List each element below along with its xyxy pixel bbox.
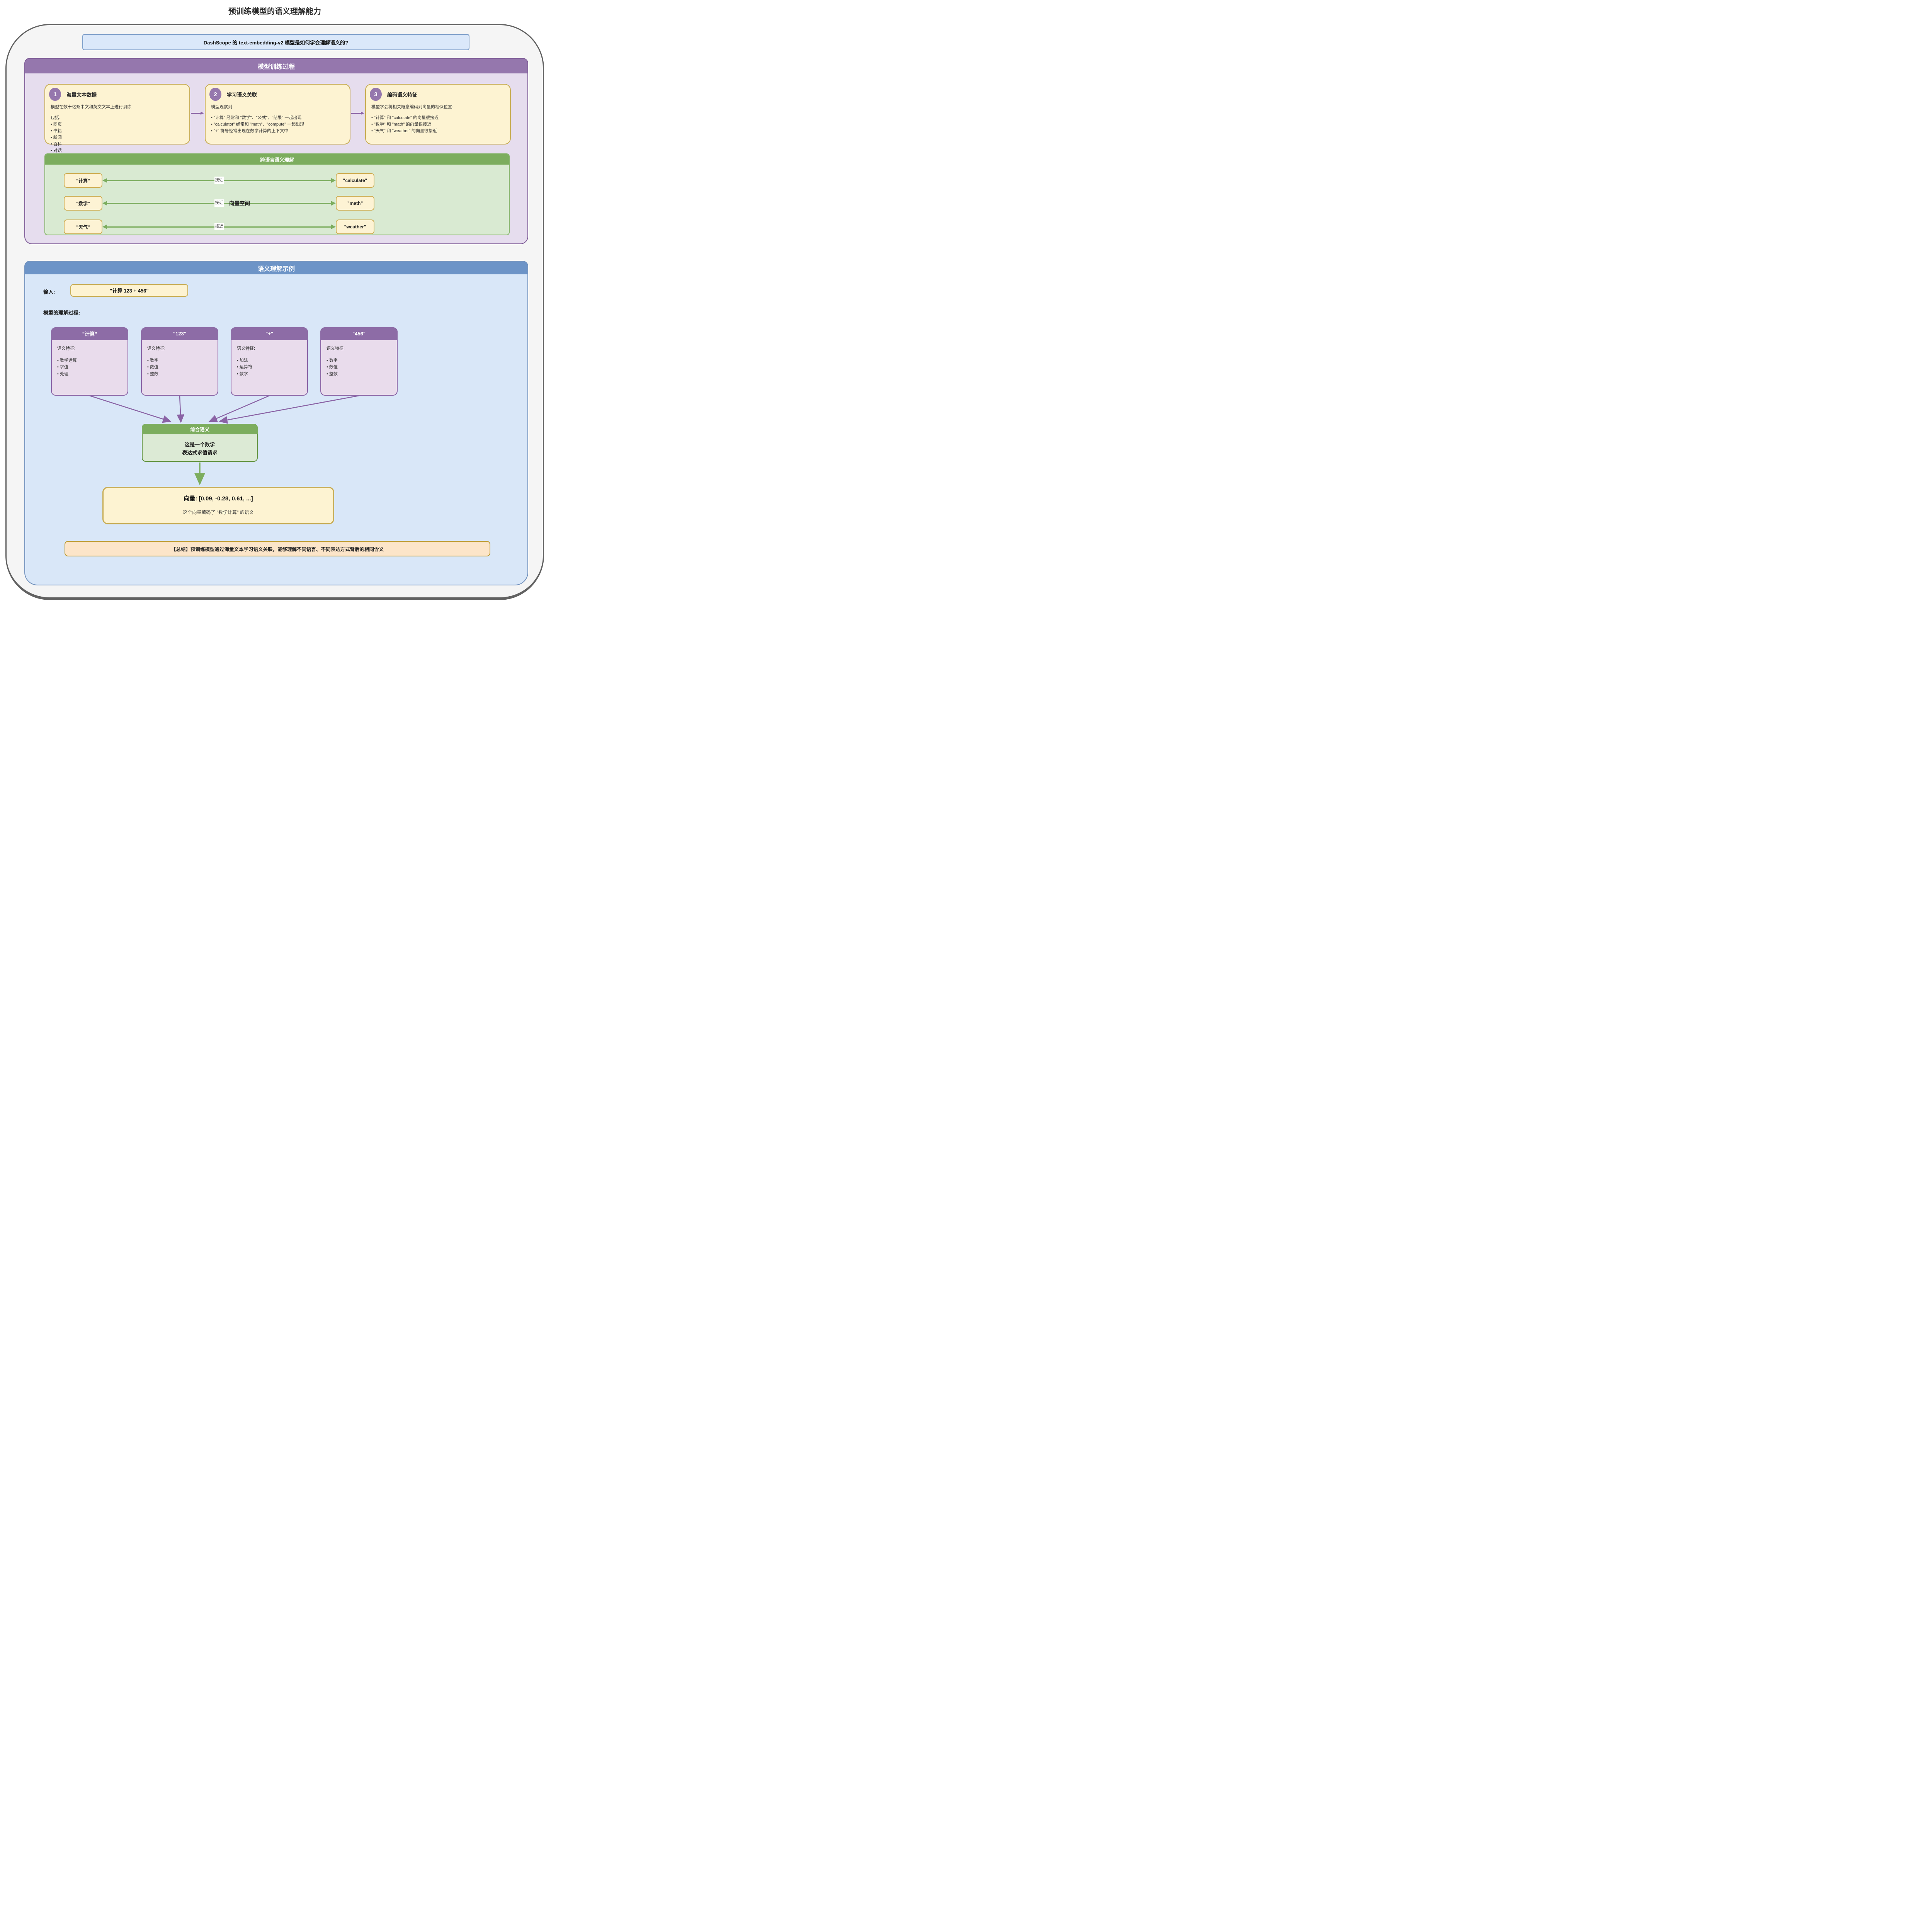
- step-body: 模型学会将相关概念编码到向量的相似位置: • "计算" 和 "calculate…: [371, 104, 507, 134]
- combined-line-1: 这是一个数学: [184, 442, 215, 448]
- closeness-label: 接近: [214, 177, 224, 184]
- feature-label: 语义特征:: [147, 346, 166, 351]
- token-body: 语义特征: • 数学运算 • 求值 • 处理: [57, 345, 125, 378]
- step-title: 编码语义特征: [387, 92, 418, 98]
- token-body: 语义特征: • 加法 • 运算符 • 数学: [237, 345, 304, 378]
- token-card-plus: "+" 语义特征: • 加法 • 运算符 • 数学: [231, 327, 308, 396]
- arrow-head-right-icon: [331, 201, 336, 206]
- diagram-canvas: 预训练模型的语义理解能力 DashScope 的 text-embedding-…: [0, 0, 549, 603]
- step-number-badge: 2: [209, 88, 221, 101]
- example-section: 语义理解示例 输入: "计算 123 + 456" 模型的理解过程: "计算": [24, 261, 528, 585]
- word-box-zh: "天气": [64, 219, 102, 234]
- arrow-head-icon: [201, 112, 204, 115]
- question-banner: DashScope 的 text-embedding-v2 模型是如何学会理解语…: [82, 34, 469, 50]
- cross-language-header: 跨语言语义理解: [45, 154, 509, 165]
- vector-space-label: 向量空间: [229, 201, 250, 206]
- arrow-head-left-icon: [102, 178, 107, 183]
- step-body: 模型观察到: • "计算" 经常和 "数学"、"公式"、"结果" 一起出现 • …: [211, 104, 346, 134]
- arrow-head-left-icon: [102, 201, 107, 206]
- token-card-123: "123" 语义特征: • 数字 • 数值 • 整数: [141, 327, 218, 396]
- summary-banner: 【总结】预训练模型通过海量文本学习语义关联，能够理解不同语言、不同表达方式背后的…: [65, 541, 490, 556]
- step-card-massive-text-data: 1 海量文本数据 模型在数十亿条中文和英文文本上进行训练 包括: • 网页 • …: [44, 84, 190, 153]
- arrow-head-icon: [361, 112, 364, 115]
- step-arrow-2-3: [351, 112, 364, 115]
- step-title: 海量文本数据: [66, 92, 97, 98]
- step-detail-list: • "计算" 经常和 "数学"、"公式"、"结果" 一起出现 • "calcul…: [211, 116, 304, 134]
- step-intro: 模型观察到:: [211, 105, 234, 109]
- word-box-zh: "数学": [64, 196, 102, 211]
- input-label: 输入:: [43, 289, 55, 295]
- example-section-header: 语义理解示例: [25, 262, 527, 274]
- word-box-en: "calculate": [336, 173, 374, 188]
- step-body: 模型在数十亿条中文和英文文本上进行训练 包括: • 网页 • 书籍 • 新闻 •…: [51, 104, 186, 154]
- closeness-label: 接近: [214, 199, 224, 207]
- token-card-456: "456" 语义特征: • 数字 • 数值 • 整数: [320, 327, 398, 396]
- combined-line-2: 表达式求值请求: [182, 449, 218, 456]
- step-detail-list: • "计算" 和 "calculate" 的向量很接近 • "数学" 和 "ma…: [371, 116, 439, 134]
- combined-semantics-body: 这是一个数学 表达式求值请求: [143, 435, 257, 463]
- page-title: 预训练模型的语义理解能力: [228, 7, 321, 16]
- training-section: 模型训练过程 1 海量文本数据 模型在数十亿条中文和英文文本上进行训练 包括: …: [24, 58, 528, 244]
- step-intro: 模型在数十亿条中文和英文文本上进行训练: [51, 105, 131, 109]
- step-card-head: 1 海量文本数据: [49, 88, 97, 101]
- training-section-header: 模型训练过程: [25, 59, 527, 73]
- step-number-badge: 3: [370, 88, 382, 101]
- step-number-badge: 1: [49, 88, 61, 101]
- token-title: "123": [141, 327, 218, 340]
- combined-semantics-header: 综合语义: [142, 424, 258, 434]
- vector-result-box: 向量: [0.09, -0.28, 0.61, ...] 这个向量编码了 "数学…: [102, 487, 334, 524]
- cross-language-panel: 跨语言语义理解 "计算" 接近 "calculate" "数学" 接近: [44, 153, 510, 235]
- vector-caption: 这个向量编码了 "数学计算" 的语义: [183, 510, 254, 515]
- arrow-head-left-icon: [102, 224, 107, 229]
- token-title: "计算": [51, 327, 128, 340]
- step-card-head: 3 编码语义特征: [370, 88, 417, 101]
- vector-values: 向量: [0.09, -0.28, 0.61, ...]: [184, 495, 253, 502]
- cross-language-row: "天气" 接近 "weather": [64, 219, 492, 234]
- feature-list: • 加法 • 运算符 • 数学: [237, 358, 252, 376]
- word-box-en: "math": [336, 196, 374, 211]
- feature-list: • 数学运算 • 求值 • 处理: [57, 358, 77, 376]
- combined-semantics-box: 综合语义 这是一个数学 表达式求值请求: [142, 424, 258, 462]
- word-box-en: "weather": [336, 219, 374, 234]
- token-body: 语义特征: • 数字 • 数值 • 整数: [327, 345, 394, 378]
- feature-label: 语义特征:: [327, 346, 345, 351]
- arrow-head-right-icon: [331, 178, 336, 183]
- arrow-head-right-icon: [331, 224, 336, 229]
- input-value-box: "计算 123 + 456": [70, 284, 188, 297]
- step-arrow-1-2: [191, 112, 204, 115]
- token-title: "+": [231, 327, 308, 340]
- token-connector-lines: [89, 395, 359, 485]
- step-intro: 模型学会将相关概念编码到向量的相似位置:: [371, 105, 454, 109]
- word-box-zh: "计算": [64, 173, 102, 188]
- step-title: 学习语义关联: [227, 92, 257, 98]
- token-body: 语义特征: • 数字 • 数值 • 整数: [147, 345, 215, 378]
- cross-language-row: "数学" 接近 向量空间 "math": [64, 196, 492, 211]
- cross-language-row: "计算" 接近 "calculate": [64, 173, 492, 188]
- token-card-jisuan: "计算" 语义特征: • 数学运算 • 求值 • 处理: [51, 327, 128, 396]
- step-detail-list: 包括: • 网页 • 书籍 • 新闻 • 百科 • 对话: [51, 116, 62, 153]
- bidirectional-arrow: 接近 向量空间: [102, 196, 336, 211]
- process-label: 模型的理解过程:: [43, 310, 80, 316]
- feature-list: • 数字 • 数值 • 整数: [327, 358, 338, 376]
- token-title: "456": [320, 327, 398, 340]
- feature-label: 语义特征:: [237, 346, 255, 351]
- step-card-learn-associations: 2 学习语义关联 模型观察到: • "计算" 经常和 "数学"、"公式"、"结果…: [205, 84, 350, 145]
- closeness-label: 接近: [214, 223, 224, 230]
- feature-list: • 数字 • 数值 • 整数: [147, 358, 158, 376]
- feature-label: 语义特征:: [57, 346, 76, 351]
- bidirectional-arrow: 接近: [102, 173, 336, 188]
- arrow-shaft: [351, 113, 361, 114]
- bidirectional-arrow: 接近: [102, 219, 336, 234]
- step-card-head: 2 学习语义关联: [209, 88, 257, 101]
- arrow-shaft: [191, 113, 201, 114]
- step-card-encode-features: 3 编码语义特征 模型学会将相关概念编码到向量的相似位置: • "计算" 和 "…: [365, 84, 511, 145]
